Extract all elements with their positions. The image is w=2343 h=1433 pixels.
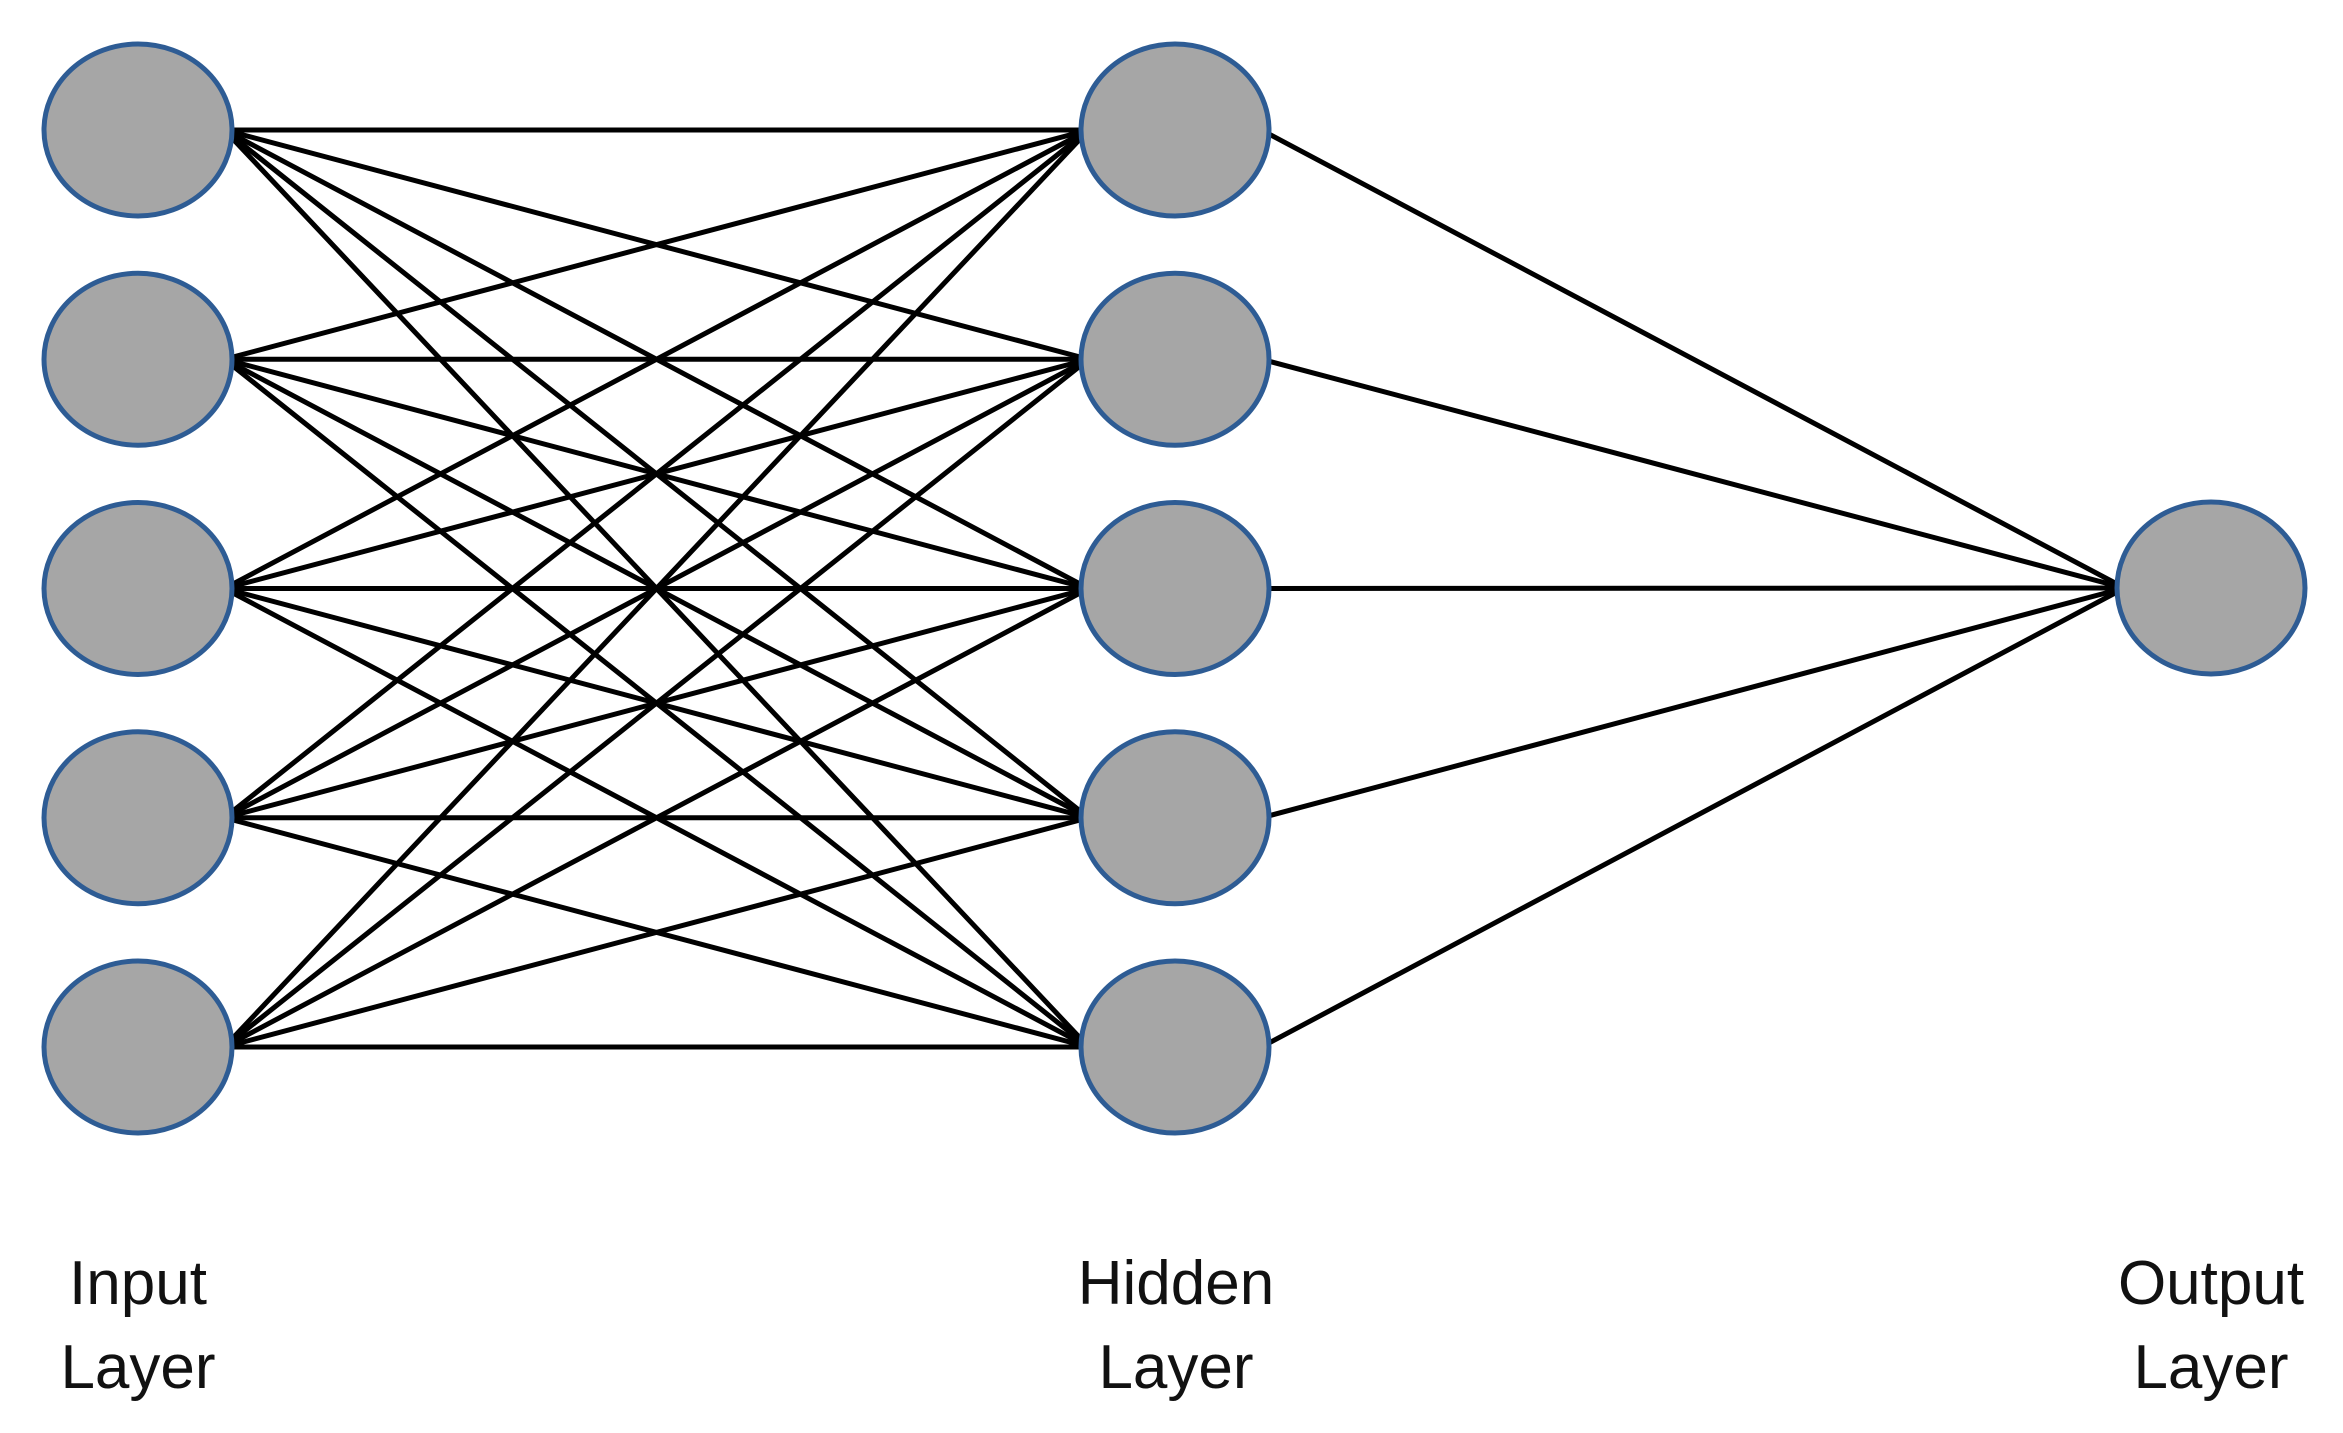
connection-input-5-to-hidden-4 — [221, 815, 1092, 1050]
input-layer-label-line1: Input — [69, 1249, 207, 1318]
hidden-neuron-3 — [1078, 500, 1272, 677]
hidden-neuron-1 — [1078, 41, 1272, 219]
connection-input-2-to-hidden-1 — [221, 127, 1092, 362]
input-neuron-3 — [41, 500, 235, 677]
hidden-layer-label-line1: Hidden — [1077, 1249, 1275, 1318]
neurons — [41, 41, 2308, 1136]
input-layer-label: Input Layer — [0, 1242, 298, 1410]
output-layer-label-line2: Layer — [2133, 1333, 2289, 1402]
output-layer-label-line1: Output — [2117, 1249, 2305, 1318]
input-neuron-5 — [41, 958, 235, 1136]
connection-hidden-5-to-output-1 — [1258, 585, 2128, 1050]
hidden-layer-label: Hidden Layer — [1016, 1242, 1336, 1410]
output-layer-label: Output Layer — [2051, 1242, 2343, 1410]
connection-input-5-to-hidden-3 — [221, 586, 1092, 1050]
input-neuron-2 — [41, 270, 235, 448]
connection-hidden-2-to-output-1 — [1258, 356, 2128, 591]
hidden-neuron-5 — [1078, 958, 1272, 1136]
hidden-neuron-4 — [1078, 729, 1272, 907]
connection-hidden-1-to-output-1 — [1258, 127, 2128, 591]
connection-hidden-4-to-output-1 — [1258, 585, 2128, 821]
hidden-layer-label-line2: Layer — [1098, 1333, 1254, 1402]
connection-input-5-to-hidden-1 — [221, 127, 1092, 1050]
input-neuron-1 — [41, 41, 235, 219]
connection-input-3-to-hidden-1 — [221, 127, 1092, 591]
connection-input-4-to-hidden-1 — [221, 127, 1092, 821]
hidden-neuron-2 — [1078, 270, 1272, 448]
connections — [221, 127, 2128, 1050]
input-layer-label-line2: Layer — [60, 1333, 216, 1402]
connection-hidden-3-to-output-1 — [1258, 585, 2128, 591]
connection-input-5-to-hidden-2 — [221, 356, 1092, 1050]
input-neuron-4 — [41, 729, 235, 907]
output-neuron-1 — [2114, 499, 2308, 677]
